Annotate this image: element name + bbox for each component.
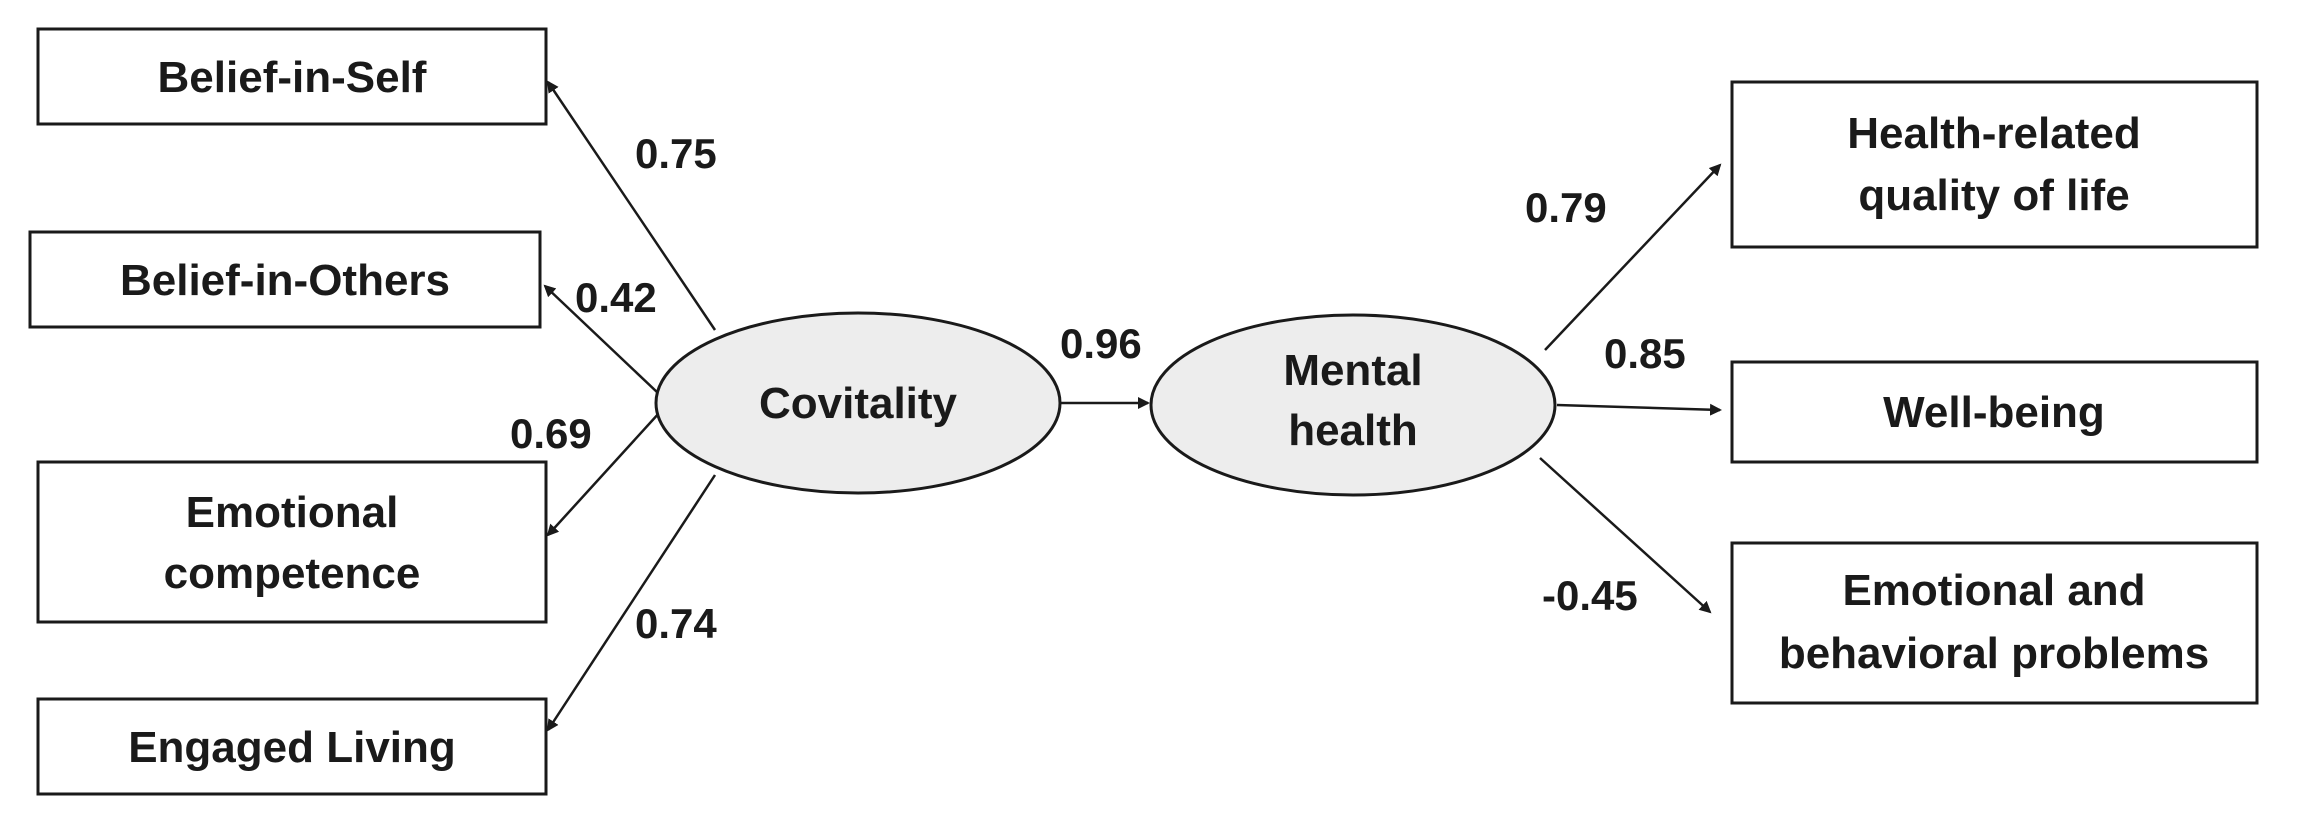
coef-belief-in-self: 0.75 bbox=[635, 130, 717, 177]
node-well-being-label: Well-being bbox=[1883, 388, 2105, 437]
edge-covitality-engaged-living bbox=[546, 474, 717, 732]
coef-mental-health: 0.96 bbox=[1060, 320, 1142, 367]
node-covitality-oval bbox=[654, 311, 1062, 495]
coef-well-being: 0.85 bbox=[1604, 330, 1686, 377]
coef-health-related-qol: 0.79 bbox=[1525, 184, 1607, 231]
edge-covitality-belief-in-others bbox=[543, 284, 659, 394]
node-mental-health-label-line1: Mental bbox=[1283, 346, 1422, 395]
coef-belief-in-others: 0.42 bbox=[575, 274, 657, 321]
edge-covitality-emotional-competence bbox=[546, 411, 661, 537]
node-emotional-competence-box bbox=[36, 460, 548, 624]
node-engaged-living-label: Engaged Living bbox=[128, 723, 456, 772]
node-health-related-qol-label-line2: quality of life bbox=[1858, 171, 2129, 220]
node-emotional-behavioral-problems-box bbox=[1730, 541, 2259, 705]
edge-mental-health-health-related-qol bbox=[1544, 163, 1722, 351]
coef-emotional-competence: 0.69 bbox=[510, 410, 592, 457]
node-emotional-behavioral-problems-label-line1: Emotional and bbox=[1842, 566, 2145, 615]
node-belief-in-others-box bbox=[28, 230, 542, 329]
node-well-being-box bbox=[1730, 360, 2259, 464]
edge-mental-health-emotional-behavioral-problems bbox=[1539, 457, 1712, 614]
coef-emotional-behavioral-problems: -0.45 bbox=[1542, 572, 1638, 619]
node-emotional-competence-label-line2: competence bbox=[164, 549, 421, 598]
coef-engaged-living: 0.74 bbox=[635, 600, 717, 647]
node-belief-in-self-box bbox=[36, 27, 548, 126]
node-mental-health-oval bbox=[1149, 313, 1557, 497]
edge-mental-health-well-being bbox=[1556, 403, 1722, 416]
node-belief-in-others-label: Belief-in-Others bbox=[120, 256, 450, 305]
edge-covitality-belief-in-self bbox=[546, 80, 717, 331]
node-belief-in-self-label: Belief-in-Self bbox=[158, 53, 427, 102]
node-covitality-label: Covitality bbox=[759, 379, 958, 428]
node-emotional-behavioral-problems-label-line2: behavioral problems bbox=[1779, 629, 2209, 678]
node-emotional-competence-label-line1: Emotional bbox=[186, 488, 399, 537]
node-mental-health-label-line2: health bbox=[1288, 406, 1418, 455]
node-engaged-living-box bbox=[36, 697, 548, 796]
node-health-related-qol-label-line1: Health-related bbox=[1847, 109, 2140, 158]
node-health-related-qol-box bbox=[1730, 80, 2259, 249]
